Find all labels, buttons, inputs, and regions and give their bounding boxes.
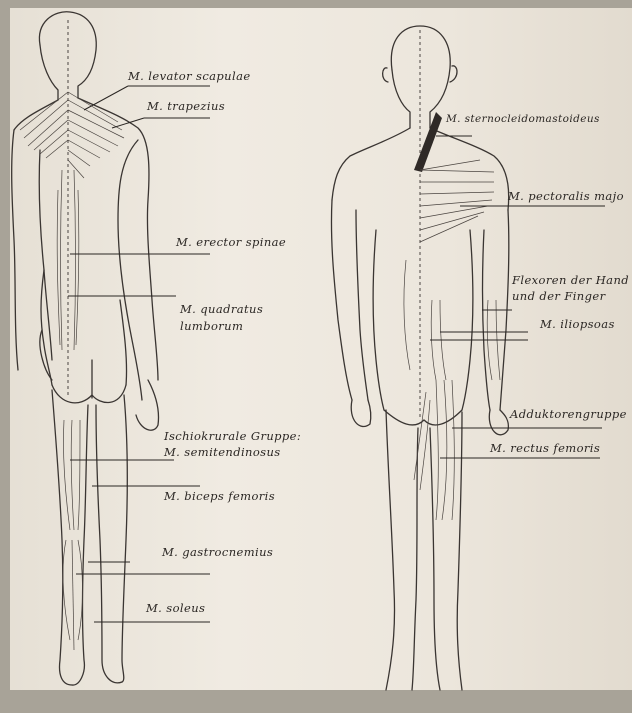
label-trapezius: M. trapezius [146, 99, 225, 113]
label-gastrocnemius: M. gastrocnemius [161, 545, 273, 559]
label-levator-scapulae: M. levator scapulae [127, 69, 251, 83]
leader-levator-scapulae-diag [84, 86, 128, 110]
sternocleidomastoideus-muscle [414, 112, 442, 172]
label-rectus-femoris: M. rectus femoris [489, 441, 600, 455]
label-ischio-line1: Ischiokrurale Gruppe: [163, 429, 301, 443]
label-pectoralis-major: M. pectoralis majo [507, 189, 624, 203]
label-iliopsoas: M. iliopsoas [539, 317, 615, 331]
labels: M. levator scapulae M. trapezius M. erec… [127, 69, 629, 615]
label-biceps-femoris: M. biceps femoris [163, 489, 275, 503]
label-flexoren-line1: Flexoren der Hand [511, 273, 629, 287]
label-adduktoren: Adduktorengruppe [509, 407, 627, 421]
label-quadratus-line1: M. quadratus [179, 302, 263, 316]
back-view-figure [12, 12, 159, 685]
label-quadratus-line2: lumborum [180, 319, 243, 333]
label-flexoren-line2: und der Finger [512, 289, 607, 303]
label-ischio-line2: M. semitendinosus [163, 445, 281, 459]
label-soleus: M. soleus [145, 601, 205, 615]
label-erector-spinae: M. erector spinae [175, 235, 286, 249]
label-sternocleidomastoideus: M. sternocleidomastoideus [445, 113, 600, 125]
front-view-figure [331, 26, 508, 690]
leader-trapezius-diag [112, 118, 144, 128]
